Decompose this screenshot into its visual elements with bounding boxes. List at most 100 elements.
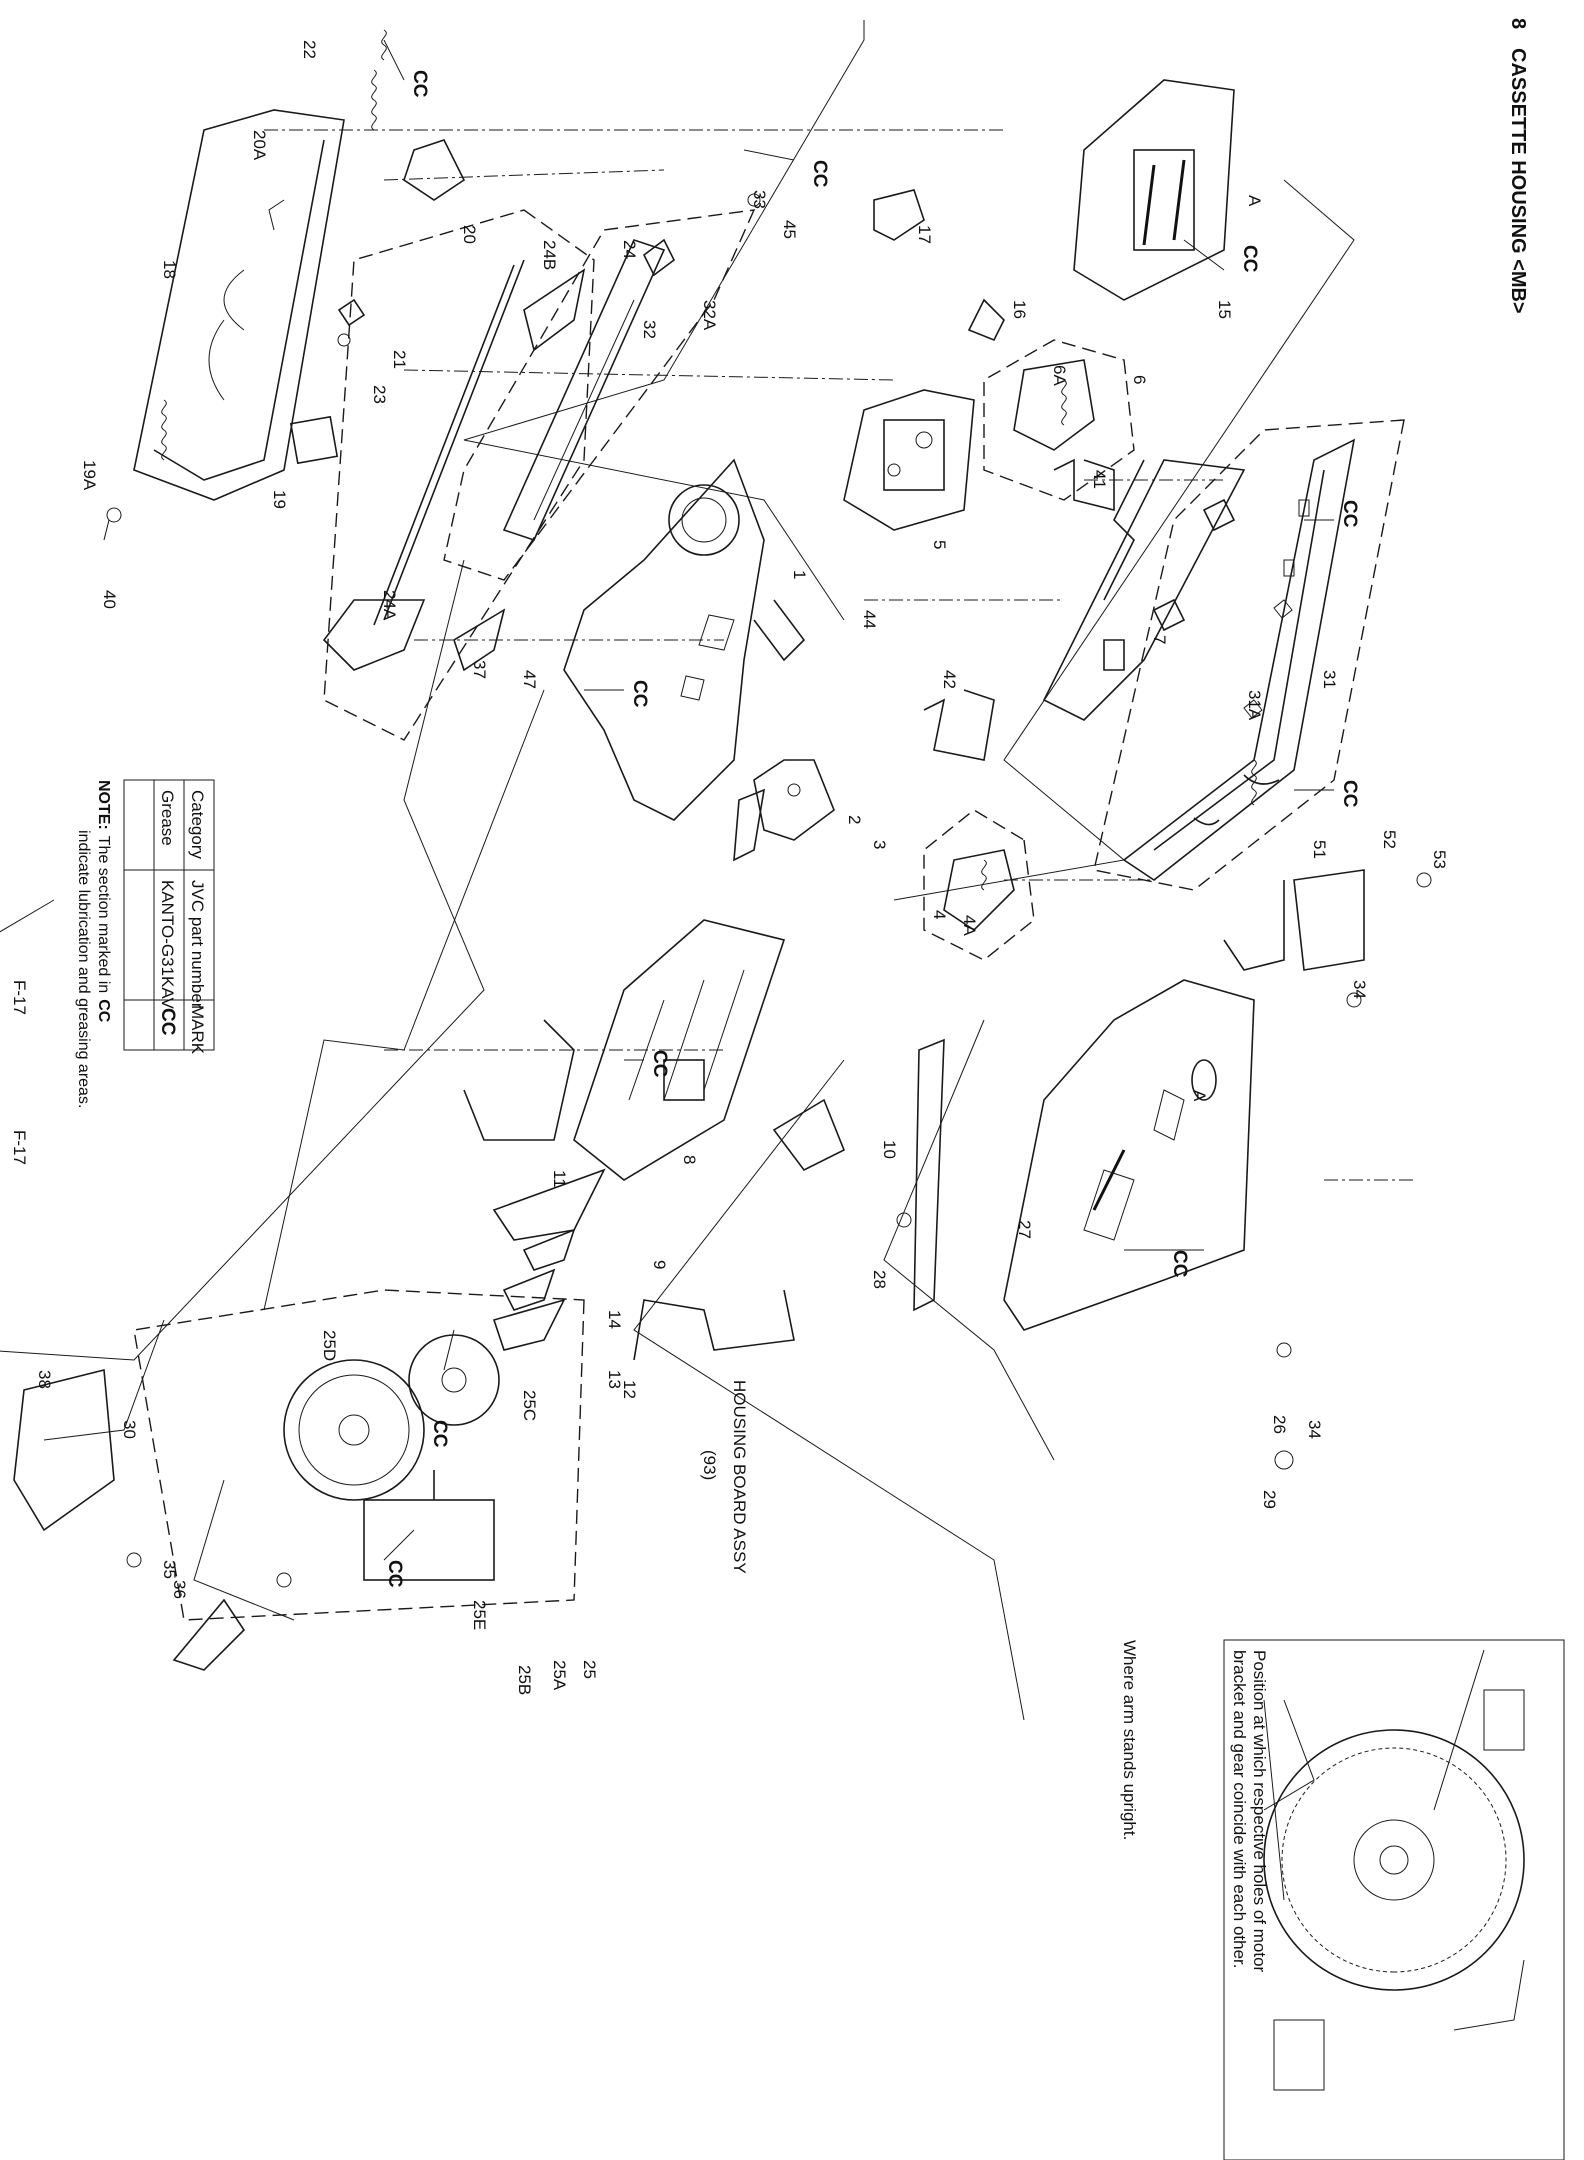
- callout: 27: [1015, 1220, 1034, 1239]
- table-cell-category: Grease: [158, 790, 177, 846]
- callout: 9: [650, 1260, 669, 1269]
- callout: 16: [1010, 300, 1029, 319]
- callout: 6: [1130, 375, 1149, 384]
- part-44-clip: [753, 599, 806, 662]
- callout: 24: [620, 240, 639, 259]
- part-23-part: [337, 333, 351, 347]
- callout: 26: [1270, 1415, 1289, 1434]
- callout: 33: [750, 190, 769, 209]
- parts-28-29-34: [896, 992, 1362, 1470]
- page-footer: F-17 F-17: [10, 980, 29, 1165]
- inset-detail: Position at which respective holes of mo…: [1120, 1639, 1565, 2160]
- group-4-box: [923, 809, 1035, 961]
- callout: A: [1245, 195, 1264, 207]
- spring-22: [381, 29, 387, 61]
- guide-lines: [264, 129, 1414, 1181]
- section-title: CASSETTE HOUSING <MB>: [1507, 48, 1529, 314]
- note-mark: CC: [95, 999, 112, 1023]
- part-1-chassis: [563, 458, 765, 821]
- part-24-shaft: [322, 259, 586, 671]
- panel-outlines: [0, 20, 1355, 1721]
- callout: 20: [460, 225, 479, 244]
- springs: [161, 29, 1257, 806]
- group-32-box: [443, 209, 756, 581]
- cc-mark: CC: [809, 160, 830, 188]
- table-cell-part-number: KANTO-G31KAV: [158, 880, 177, 1009]
- cc-mark: CC: [629, 680, 650, 708]
- callout: 1: [790, 570, 809, 579]
- part-26-base: [1003, 979, 1255, 1331]
- note-label: NOTE:: [95, 780, 112, 830]
- section-number: 8: [1507, 18, 1529, 29]
- part-14: [522, 1228, 576, 1271]
- callout: 12: [620, 1380, 639, 1399]
- diagram-rotated: 1 2 3 4 4A 5 6 6A 7 8 9 10 11 12 13 14 1…: [0, 20, 1565, 2160]
- callout: 41: [1090, 470, 1109, 489]
- part-2-lever: [753, 759, 835, 841]
- callout: 21: [390, 350, 409, 369]
- part-25C-gear: [408, 1334, 500, 1426]
- parts-51-52-53: [1223, 869, 1432, 971]
- callout: 15: [1215, 300, 1234, 319]
- callout: 35: [160, 1560, 179, 1579]
- callout: 25C: [520, 1390, 539, 1421]
- callout: 6A: [1050, 365, 1069, 386]
- callout: 23: [370, 385, 389, 404]
- parts-35-36-screws: [126, 1552, 292, 1588]
- housing-board: [633, 1289, 795, 1361]
- part-6-arm: [1013, 359, 1095, 451]
- cc-mark: CC: [384, 1560, 405, 1588]
- part-12: [492, 1298, 566, 1351]
- parts-9-12-13-14: [492, 1168, 606, 1351]
- part-8-block: [573, 919, 786, 1181]
- callout: 25E: [470, 1600, 489, 1630]
- lubrication-note: NOTE:The section marked inCC indicate lu…: [75, 780, 112, 1108]
- table-header-part-number: JVC part number: [188, 880, 207, 1009]
- part-37-arm: [453, 608, 506, 672]
- note-line-1: NOTE:The section marked inCC: [95, 780, 112, 1023]
- part-30-lever: [172, 1598, 246, 1671]
- part-25A-motor-body: [363, 1499, 495, 1581]
- cc-mark: CC: [1239, 245, 1260, 273]
- callout: 17: [915, 225, 934, 244]
- callout: 4: [930, 910, 949, 919]
- callout: 31: [1320, 670, 1339, 689]
- part-18-housing-side: [133, 109, 345, 501]
- callout: 2: [845, 815, 864, 824]
- callout: 14: [605, 1310, 624, 1329]
- callout: 19: [270, 490, 289, 509]
- group-31-box: [1093, 419, 1405, 891]
- callout: 34: [1350, 980, 1369, 999]
- cc-leaders: [383, 39, 1334, 1561]
- cc-mark: CC: [1339, 500, 1360, 528]
- callout: 30: [120, 1420, 139, 1439]
- callout: 29: [1260, 1490, 1279, 1509]
- part-24B: [523, 268, 586, 352]
- callout: 25: [580, 1660, 599, 1679]
- cc-marks: CC CC CC CC CC CC CC CC CC CC: [384, 70, 1360, 1588]
- part-9: [492, 1168, 606, 1241]
- callout-labels: 1 2 3 4 4A 5 6 6A 7 8 9 10 11 12 13 14 1…: [35, 40, 1449, 1695]
- housing-board-label: HOUSING BOARD ASSY (93): [700, 1380, 749, 1574]
- table-cell-mark: CC: [157, 1008, 178, 1036]
- callout: 5: [930, 540, 949, 549]
- callout: 31A: [1245, 690, 1264, 721]
- callout: 3: [870, 840, 889, 849]
- part-16-clip: [967, 298, 1005, 342]
- part-31-rail: [1122, 438, 1356, 881]
- part-7-frame: [1042, 459, 1246, 721]
- table-header-category: Category: [188, 790, 207, 859]
- callout: 11: [550, 1170, 569, 1188]
- part-27-rod: [913, 1038, 945, 1312]
- part-24A: [322, 599, 426, 671]
- part-13: [502, 1268, 556, 1311]
- callout: 13: [605, 1370, 624, 1389]
- callout: 45: [780, 220, 799, 239]
- part-42-bracket: [923, 689, 995, 761]
- part-33-pin: [747, 193, 761, 207]
- cc-mark: CC: [409, 70, 430, 98]
- callout: 28: [870, 1270, 889, 1289]
- spring-31A: [1251, 759, 1257, 806]
- callout: 34: [1305, 1420, 1324, 1439]
- callout: 47: [520, 670, 539, 689]
